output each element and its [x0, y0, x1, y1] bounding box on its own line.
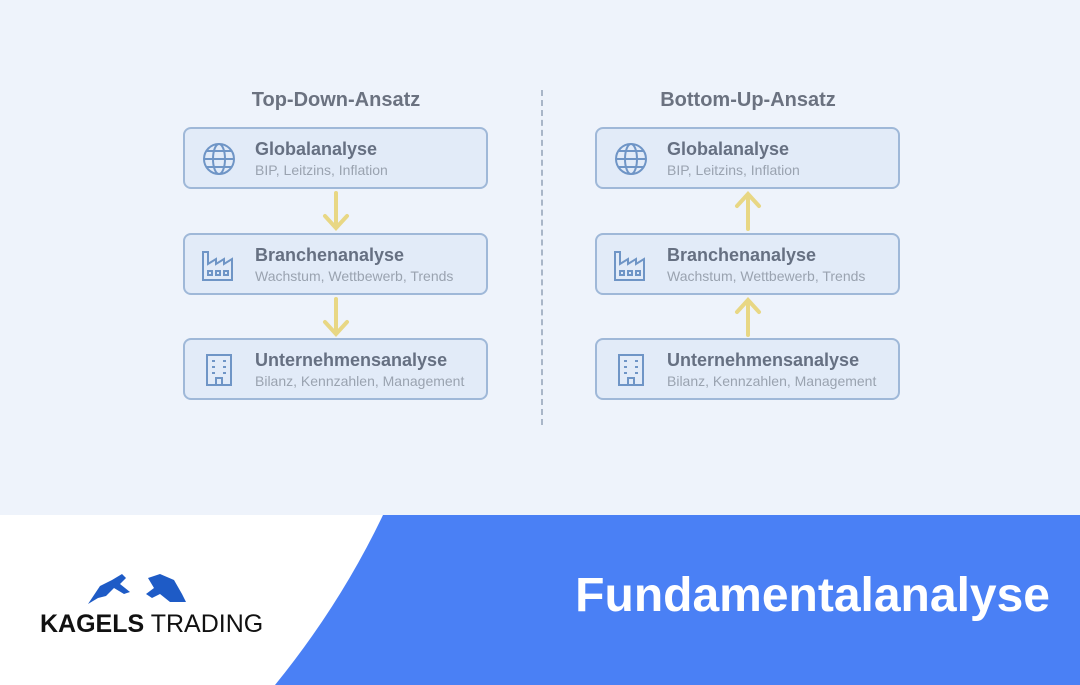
logo-bold: KAGELS	[40, 610, 145, 638]
level-title: Globalanalyse	[255, 139, 378, 159]
divider	[541, 90, 543, 425]
diagram-area	[0, 0, 1080, 515]
level-title: Branchenanalyse	[255, 245, 405, 265]
globe-icon	[199, 142, 239, 176]
headline: Fundamentalanalyse	[575, 569, 1050, 622]
level-subtitle: Wachstum, Wettbewerb, Trends	[667, 268, 866, 284]
arrow-down-icon	[323, 191, 349, 231]
arrow-up-icon	[735, 297, 761, 337]
level-subtitle: Bilanz, Kennzahlen, Management	[255, 373, 465, 389]
level-title: Globalanalyse	[667, 139, 790, 159]
level-title: Branchenanalyse	[667, 245, 817, 265]
level-subtitle: Bilanz, Kennzahlen, Management	[667, 373, 877, 389]
globe-icon	[611, 142, 651, 176]
arrow-down-icon	[323, 297, 349, 337]
level-subtitle: BIP, Leitzins, Inflation	[255, 162, 388, 178]
banner-background	[275, 515, 1080, 685]
level-title: Unternehmensanalyse	[667, 350, 860, 370]
office-building-icon	[199, 353, 239, 387]
brand-logo: KAGELS TRADING	[40, 610, 263, 639]
arrow-up-icon	[735, 191, 761, 231]
top-down-title: Top-Down-Ansatz	[251, 89, 421, 111]
bottom-up-title: Bottom-Up-Ansatz	[660, 89, 836, 111]
office-building-icon	[611, 353, 651, 387]
factory-icon	[611, 248, 651, 282]
level-subtitle: BIP, Leitzins, Inflation	[667, 162, 800, 178]
level-title: Unternehmensanalyse	[255, 350, 448, 370]
bull-bear-logo-icon	[88, 574, 186, 604]
level-subtitle: Wachstum, Wettbewerb, Trends	[255, 268, 454, 284]
logo-light: TRADING	[150, 610, 264, 638]
factory-icon	[199, 248, 239, 282]
